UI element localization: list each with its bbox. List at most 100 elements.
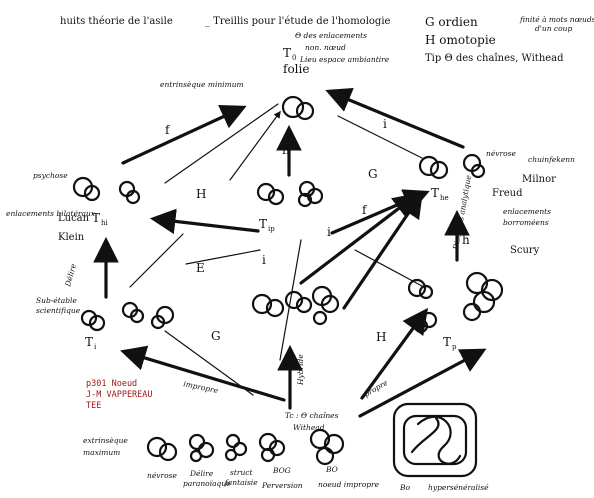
knot-tip-a: [256, 182, 285, 206]
header-subtitle-line4: Lieu espace ambiantire: [299, 55, 390, 64]
legend-gordien: G ordien: [425, 15, 478, 29]
knot-tp-a: [407, 278, 434, 300]
scury-label: Scury: [510, 245, 540, 256]
edge-thin-ti-tip: [129, 233, 184, 288]
knot-ti-c: [150, 305, 175, 330]
node-t0-name: folie: [283, 62, 309, 76]
edge-label-e: E: [196, 261, 205, 275]
klein-label: Klein: [58, 232, 85, 243]
edge-tc-ti: [120, 345, 286, 402]
node-tc: Tc : Θ chaînes Withead: [285, 411, 339, 432]
node-tc-sub: Withead: [293, 423, 325, 432]
extrinseque-label: extrinsèque: [83, 436, 128, 445]
edge-thin-e: [185, 249, 261, 265]
node-thi-sub: hi: [101, 219, 109, 227]
knot-nevrose: [462, 153, 486, 179]
bottom-knot-nevrose: névrose: [146, 436, 177, 480]
node-ti-label: T: [85, 335, 93, 349]
node-t0-note: entrinsèque minimum: [160, 80, 244, 89]
knot-tp-c: [462, 271, 504, 322]
edge-label-i2: i: [327, 225, 331, 239]
psychose-label: psychose: [33, 171, 68, 180]
bottom-knot-bo: BO noeud impropre: [309, 428, 380, 489]
header-subtitle-line2: Θ des enlacements: [295, 31, 367, 40]
scientifique-label: scientifique: [36, 306, 81, 315]
bottom-label-nevrose: névrose: [147, 471, 177, 480]
bottom-label-bog: BOG: [272, 466, 291, 475]
maximum-label: maximum: [83, 448, 120, 457]
node-thi-label: T: [92, 211, 100, 225]
bottom-knot-delire: Délire paranoïaque: [183, 433, 231, 488]
edge-label-impropre: impropre: [183, 379, 220, 395]
edge-the-t0: [325, 87, 465, 149]
bottom-label-noeud-impropre: noeud impropre: [318, 480, 380, 489]
node-t0-sub: 0: [292, 54, 296, 62]
node-tip: T ip: [256, 180, 324, 233]
nevrose-label: névrose: [486, 149, 516, 158]
edge-label-H: H: [196, 187, 206, 201]
bottom-label-bo: BO: [325, 465, 338, 474]
enlacements-bilateraux-label: enlacements bilatéraux: [6, 209, 96, 218]
delire-vertical-label: Délire: [63, 262, 78, 288]
edge-label-f: f: [165, 123, 171, 137]
edge-label-i: i: [383, 117, 387, 131]
bottom-label-perversion: Perversion: [261, 481, 303, 490]
edge-label-G2: G: [211, 329, 221, 343]
citation-line3: TEE: [86, 401, 101, 411]
header-subtitle-line3: non. nœud: [305, 43, 346, 52]
node-tc-label: Tc : Θ chaînes: [285, 411, 339, 420]
edge-label-H-bottom: H: [376, 330, 386, 344]
edge-center-the-b: [342, 191, 423, 310]
node-tip-sub: ip: [268, 225, 275, 233]
edge-tc-tp: [360, 307, 429, 400]
knot-cluster-center: [251, 285, 340, 326]
chuinfekenn-label: chuinfekenn: [528, 155, 575, 164]
hopf-knot-the: [418, 155, 449, 180]
edge-label-f2: f: [362, 203, 368, 217]
legend-homotopie: H omotopie: [425, 33, 496, 47]
sub-etable-label: Sub-étable: [36, 296, 77, 305]
freud-label: Freud: [492, 188, 523, 199]
bottom-label-delire: Délire: [189, 469, 214, 478]
edge-thin-tip-tp: [354, 249, 423, 287]
node-t0: T 0 folie entrinsèque minimum: [160, 46, 315, 121]
bottom-label-hypergeneralise: hypersénéralisé: [428, 483, 489, 492]
edge-label-hybride: Hybride: [296, 354, 305, 386]
bottom-knot-bog: BOG Perversion: [258, 432, 303, 490]
edge-label-h: h: [282, 143, 290, 157]
node-the-label: T: [431, 186, 439, 200]
edge-tip-thi: [149, 208, 260, 235]
edge-label-h-right: h: [462, 233, 470, 247]
knot-tip-b: [297, 180, 324, 208]
node-tip-label: T: [259, 217, 267, 231]
node-the-sub: he: [440, 194, 449, 202]
bottom-label-paranoiaque: paranoïaque: [183, 479, 231, 488]
node-tp-sub: p: [452, 343, 457, 351]
bottom-knot-struct: struct fantaisie: [224, 433, 258, 487]
node-ti: T i Sub-étable scientifique Délire: [36, 262, 175, 351]
edge-thin-ti-tc: [164, 330, 254, 396]
bottom-label-bo2: Bo: [399, 483, 411, 492]
unlink-knot-t0: [281, 95, 315, 121]
edge-thi-t0: [121, 104, 247, 165]
edge-tc-tp-propre: [358, 348, 487, 418]
bottom-label-struct: struct: [230, 468, 253, 477]
knot-ti-b: [121, 301, 145, 324]
borromeens-label: borroméens: [503, 218, 549, 227]
node-t0-label: T: [283, 46, 291, 60]
edge-label-i-bottom: i: [262, 253, 266, 267]
node-tp: T p: [407, 271, 504, 351]
legend-gordien-note2: d'un coup: [535, 24, 572, 33]
milnor-label: Milnor: [522, 174, 556, 185]
header-subtitle: _ Treillis pour l'étude de l'homologie: [205, 16, 391, 27]
edge-center-the: [299, 192, 420, 285]
legend-gordien-note: finité à mots nœuds: [519, 15, 594, 24]
node-the: T he névrose chuinfekenn Milnor Freud en…: [418, 149, 575, 256]
legend-tip: Tip Θ des chaînes, Withead: [425, 53, 564, 64]
lucan-label: Lucan: [58, 213, 90, 224]
node-thi: T hi psychose enlacements bilatéraux Luc…: [6, 171, 141, 243]
enlacements-label: enlacements: [503, 207, 551, 216]
edge-thin-thi-t0: [164, 103, 279, 184]
